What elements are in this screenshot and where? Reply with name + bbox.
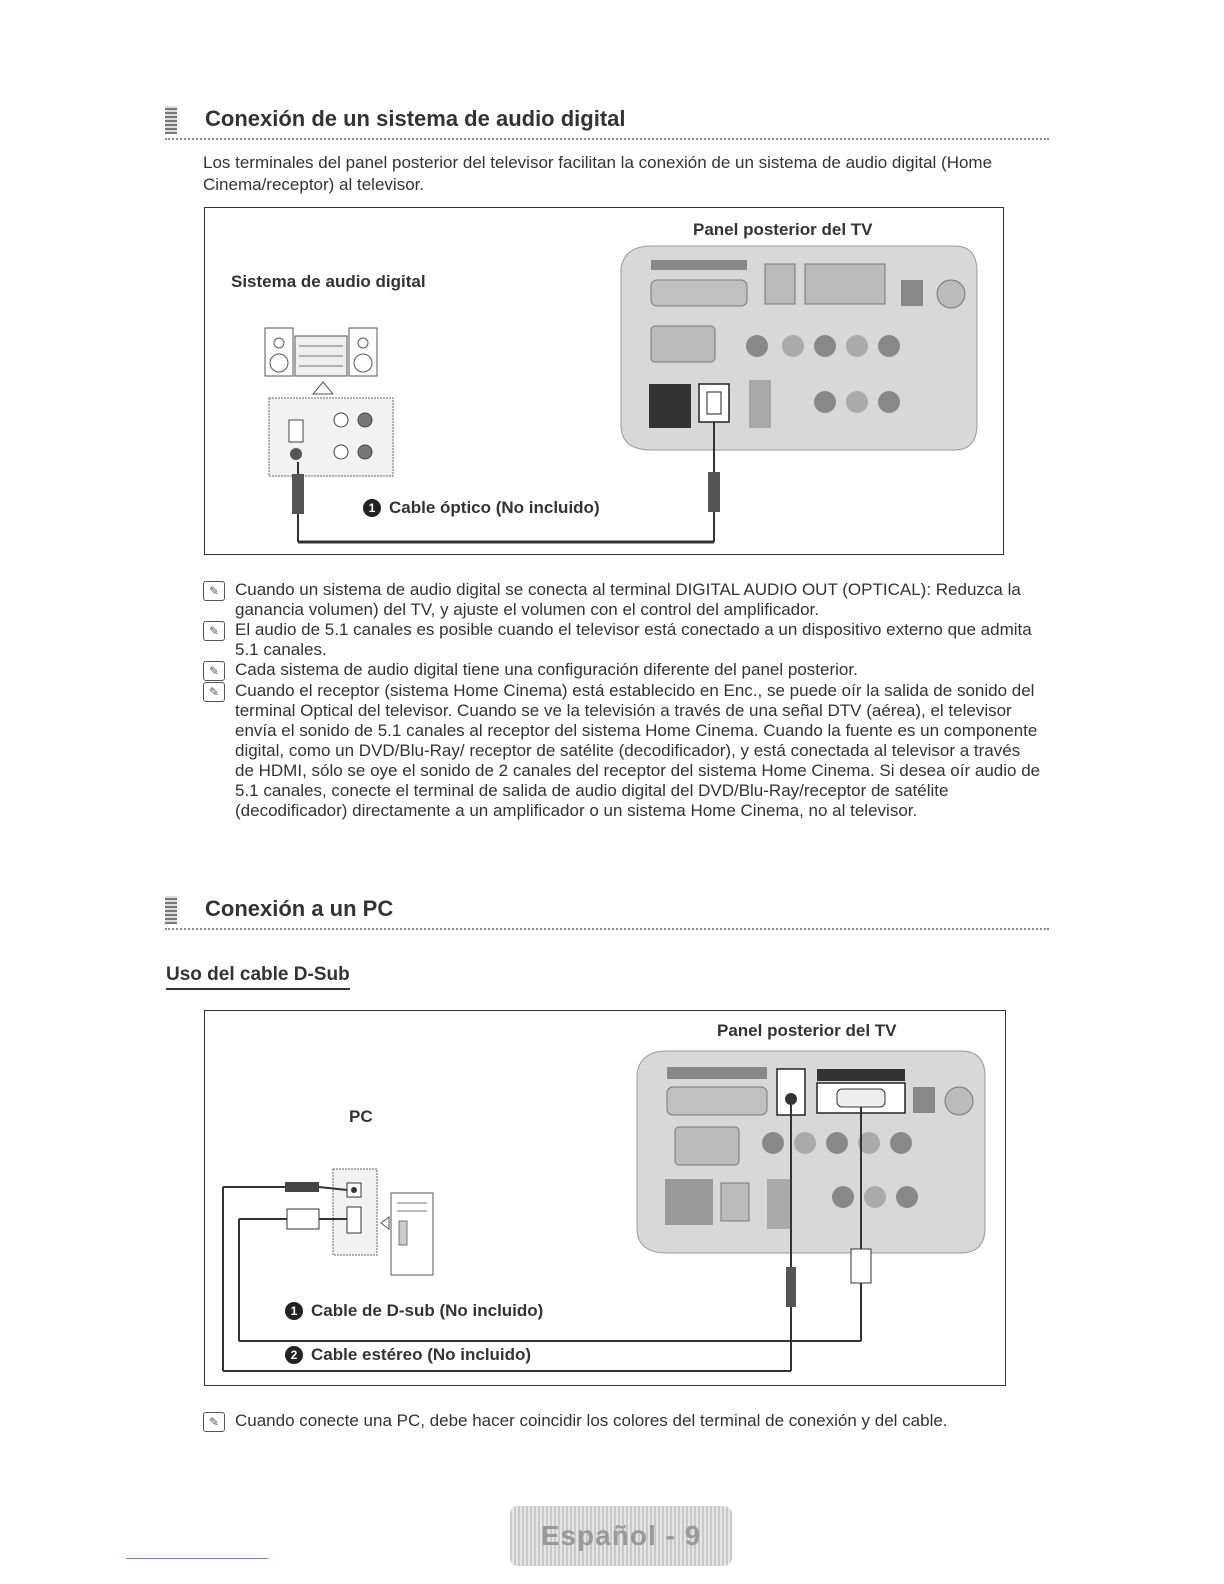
optical-cable-label: 1 Cable óptico (No incluido) xyxy=(363,498,600,518)
audio-diagram: Panel posterior del TV Sistema de audio … xyxy=(204,207,1004,555)
cable-label-text: Cable estéreo (No incluido) xyxy=(311,1345,532,1364)
section-intro-audio: Los terminales del panel posterior del t… xyxy=(203,153,993,194)
page-number-badge: Español - 9 xyxy=(510,1506,732,1566)
note-item: ✎ Cada sistema de audio digital tiene un… xyxy=(203,660,1043,681)
section-bar-icon xyxy=(165,896,177,924)
page-number-text: Español - 9 xyxy=(540,1520,702,1551)
note-icon: ✎ xyxy=(203,682,225,702)
audio-diagram-drawing xyxy=(264,245,978,544)
optical-cable xyxy=(292,422,720,544)
note-icon: ✎ xyxy=(203,581,225,601)
device-label: Sistema de audio digital xyxy=(231,272,426,291)
pc-diagram-drawing xyxy=(222,1050,986,1372)
cable-number-badge: 2 xyxy=(285,1346,303,1364)
pc-notes: ✎ Cuando conecte una PC, debe hacer coin… xyxy=(203,1411,1043,1432)
tv-rear-panel xyxy=(636,1050,986,1254)
tv-rear-panel xyxy=(620,245,978,451)
audio-system-icon xyxy=(264,327,394,477)
note-item: ✎ El audio de 5.1 canales es posible cua… xyxy=(203,620,1043,660)
cable-number-badge: 1 xyxy=(363,499,381,517)
note-icon: ✎ xyxy=(203,1412,225,1432)
dsub-cable xyxy=(238,1107,872,1342)
cable-number-badge: 1 xyxy=(285,1302,303,1320)
stereo-cable xyxy=(222,1105,796,1372)
section-title-audio: Conexión de un sistema de audio digital xyxy=(205,106,626,131)
pc-label: PC xyxy=(349,1107,373,1126)
cable-label-text: Cable de D-sub (No incluido) xyxy=(311,1301,544,1320)
audio-notes: ✎ Cuando un sistema de audio digital se … xyxy=(203,580,1043,821)
footer-divider xyxy=(126,1558,268,1559)
section-header-audio: Conexión de un sistema de audio digital xyxy=(165,102,1049,140)
note-item: ✎ Cuando conecte una PC, debe hacer coin… xyxy=(203,1411,1043,1432)
note-item: ✎ Cuando el receptor (sistema Home Cinem… xyxy=(203,681,1043,821)
note-icon: ✎ xyxy=(203,661,225,681)
pc-icon xyxy=(332,1168,434,1276)
section-title-pc: Conexión a un PC xyxy=(205,896,394,921)
pc-diagram: Panel posterior del TV PC xyxy=(204,1010,1006,1386)
subheading-dsub: Uso del cable D-Sub xyxy=(166,964,350,990)
stereo-cable-label: 2 Cable estéreo (No incluido) xyxy=(285,1345,531,1365)
dsub-cable-label: 1 Cable de D-sub (No incluido) xyxy=(285,1301,543,1321)
section-header-pc: Conexión a un PC xyxy=(165,892,1049,930)
note-icon: ✎ xyxy=(203,621,225,641)
section-bar-icon xyxy=(165,106,177,134)
note-item: ✎ Cuando un sistema de audio digital se … xyxy=(203,580,1043,620)
tv-panel-label: Panel posterior del TV xyxy=(717,1021,897,1040)
cable-label-text: Cable óptico (No incluido) xyxy=(389,498,600,517)
tv-panel-label: Panel posterior del TV xyxy=(693,220,873,239)
